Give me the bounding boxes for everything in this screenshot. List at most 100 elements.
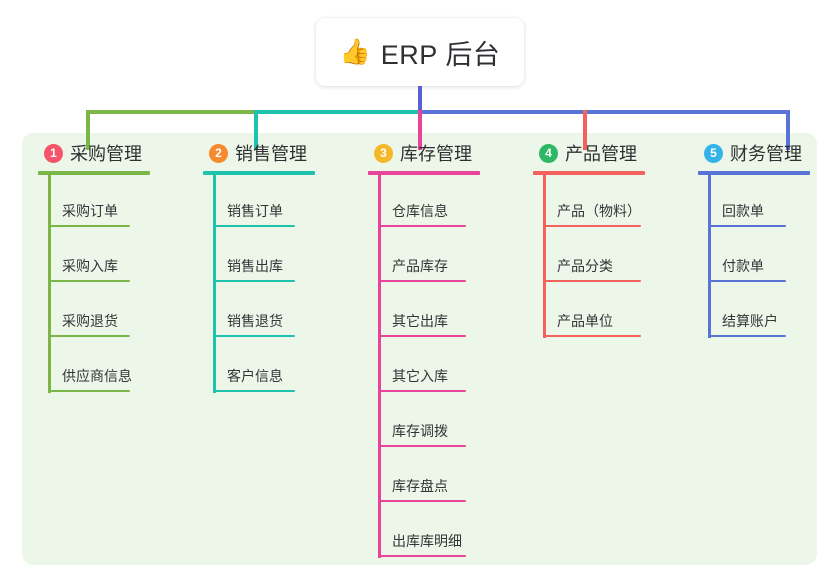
- leaf-node[interactable]: 回款单: [698, 175, 839, 230]
- leaf-underline: [378, 280, 466, 282]
- leaf-label: 产品单位: [557, 313, 613, 329]
- leaf-underline: [213, 335, 295, 337]
- leaf-underline: [543, 225, 641, 227]
- leaf-underline: [378, 335, 466, 337]
- root-node-card[interactable]: 👍 ERP 后台: [316, 18, 524, 86]
- branch-badge-4: 4: [539, 143, 558, 163]
- leaf-label: 产品（物料）: [557, 203, 641, 219]
- branch-1: 1 采购管理采购订单采购入库采购退货供应商信息: [38, 140, 188, 395]
- leaf-label: 客户信息: [227, 368, 283, 384]
- drop-connector-4: [583, 110, 587, 150]
- leaf-underline: [48, 335, 130, 337]
- root-node-title: ERP 后台: [380, 39, 501, 70]
- branch-badge-3: 3: [374, 143, 393, 163]
- branch-header-1[interactable]: 1 采购管理: [38, 140, 188, 166]
- leaf-underline: [543, 335, 641, 337]
- leaf-underline: [708, 335, 786, 337]
- branch-title-2: 销售管理: [235, 144, 307, 164]
- leaf-underline: [48, 225, 130, 227]
- leaf-underline: [48, 390, 130, 392]
- leaf-label: 采购入库: [62, 258, 118, 274]
- branch-children-5: 回款单付款单结算账户: [698, 175, 839, 340]
- leaf-label: 销售退货: [227, 313, 283, 329]
- branch-title-5: 财务管理: [730, 144, 802, 164]
- leaf-node[interactable]: 付款单: [698, 230, 839, 285]
- leaf-node[interactable]: 库存盘点: [368, 450, 518, 505]
- branch-underline-2: [203, 171, 315, 175]
- leaf-node[interactable]: 产品（物料）: [533, 175, 683, 230]
- leaf-underline: [708, 280, 786, 282]
- leaf-node[interactable]: 产品分类: [533, 230, 683, 285]
- branch-spine-2: [213, 175, 216, 393]
- branches-panel: [22, 133, 817, 565]
- bus-segment-3: [418, 110, 790, 114]
- leaf-label: 付款单: [722, 258, 764, 274]
- leaf-label: 其它出库: [392, 313, 448, 329]
- leaf-underline: [543, 280, 641, 282]
- leaf-underline: [378, 445, 466, 447]
- bus-segment-2: [254, 110, 420, 114]
- leaf-node[interactable]: 销售订单: [203, 175, 353, 230]
- leaf-label: 产品库存: [392, 258, 448, 274]
- drop-connector-3: [418, 110, 422, 150]
- branch-spine-3: [378, 175, 381, 558]
- leaf-node[interactable]: 结算账户: [698, 285, 839, 340]
- leaf-label: 销售出库: [227, 258, 283, 274]
- branch-title-1: 采购管理: [70, 144, 142, 164]
- leaf-node[interactable]: 客户信息: [203, 340, 353, 395]
- drop-connector-1: [86, 110, 90, 150]
- drop-connector-5: [786, 110, 790, 150]
- branch-underline-3: [368, 171, 480, 175]
- leaf-label: 结算账户: [722, 313, 778, 329]
- leaf-node[interactable]: 销售退货: [203, 285, 353, 340]
- leaf-underline: [378, 225, 466, 227]
- branch-badge-5: 5: [704, 143, 723, 163]
- branch-badge-1: 1: [44, 143, 63, 163]
- branch-underline-5: [698, 171, 810, 175]
- drop-connector-2: [254, 110, 258, 150]
- leaf-node[interactable]: 产品单位: [533, 285, 683, 340]
- leaf-label: 仓库信息: [392, 203, 448, 219]
- branch-underline-4: [533, 171, 645, 175]
- branch-spine-4: [543, 175, 546, 338]
- leaf-node[interactable]: 库存调拨: [368, 395, 518, 450]
- leaf-node[interactable]: 供应商信息: [38, 340, 188, 395]
- branch-spine-5: [708, 175, 711, 338]
- leaf-underline: [378, 390, 466, 392]
- leaf-label: 销售订单: [227, 203, 283, 219]
- branch-underline-1: [38, 171, 150, 175]
- leaf-underline: [48, 280, 130, 282]
- leaf-label: 采购退货: [62, 313, 118, 329]
- leaf-node[interactable]: 其它入库: [368, 340, 518, 395]
- leaf-node[interactable]: 产品库存: [368, 230, 518, 285]
- leaf-label: 采购订单: [62, 203, 118, 219]
- leaf-node[interactable]: 销售出库: [203, 230, 353, 285]
- leaf-node[interactable]: 采购订单: [38, 175, 188, 230]
- leaf-underline: [213, 225, 295, 227]
- leaf-node[interactable]: 采购退货: [38, 285, 188, 340]
- leaf-node[interactable]: 采购入库: [38, 230, 188, 285]
- leaf-label: 供应商信息: [62, 368, 132, 384]
- branch-children-3: 仓库信息产品库存其它出库其它入库库存调拨库存盘点出库库明细: [368, 175, 518, 560]
- leaf-underline: [378, 555, 466, 557]
- leaf-label: 出库库明细: [392, 533, 462, 549]
- leaf-underline: [213, 280, 295, 282]
- leaf-node[interactable]: 出库库明细: [368, 505, 518, 560]
- bus-segment-1: [86, 110, 256, 114]
- root-stem-connector: [418, 86, 422, 110]
- leaf-label: 产品分类: [557, 258, 613, 274]
- branch-5: 5 财务管理回款单付款单结算账户: [698, 140, 839, 340]
- leaf-node[interactable]: 仓库信息: [368, 175, 518, 230]
- leaf-underline: [378, 500, 466, 502]
- leaf-node[interactable]: 其它出库: [368, 285, 518, 340]
- leaf-label: 库存调拨: [392, 423, 448, 439]
- branch-header-5[interactable]: 5 财务管理: [698, 140, 839, 166]
- branch-spine-1: [48, 175, 51, 393]
- leaf-label: 其它入库: [392, 368, 448, 384]
- branch-children-1: 采购订单采购入库采购退货供应商信息: [38, 175, 188, 395]
